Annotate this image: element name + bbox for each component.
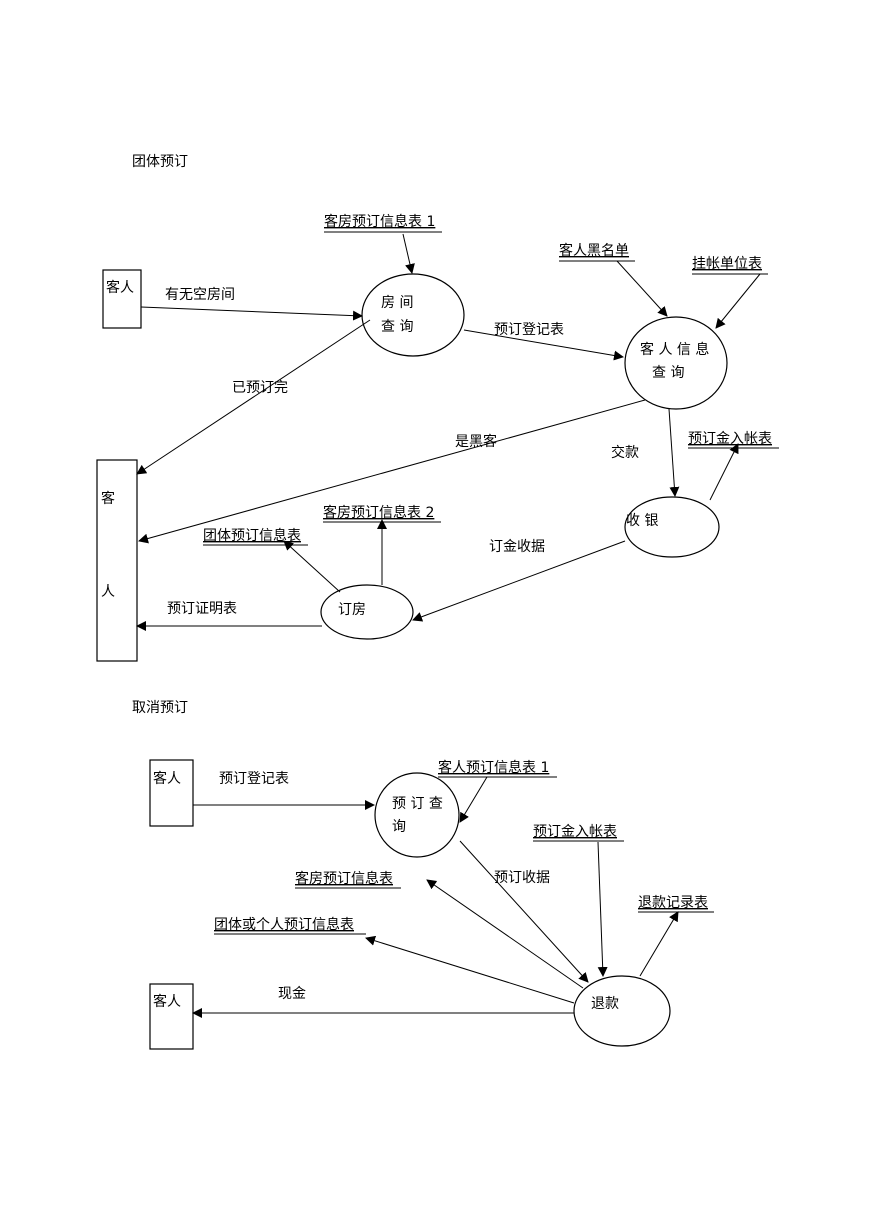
entity-customer-bottom-label: 客人 — [153, 993, 181, 1010]
store-deposit-ledger-cancel: 预订金入帐表 — [533, 824, 617, 840]
entity-customer-top-label: 客人 — [153, 770, 181, 787]
flow-booking-to-group-store — [283, 540, 341, 593]
flow-vacancy-label: 有无空房间 — [165, 287, 235, 303]
flow-blacklist-to-query — [616, 260, 668, 317]
process-refund-label: 退款 — [591, 996, 619, 1012]
flow-refund-to-record — [639, 911, 679, 977]
section-title-cancel: 取消预订 — [132, 700, 188, 716]
flow-fully-booked-label: 已预订完 — [232, 380, 288, 396]
process-room-query-line2: 查 询 — [381, 319, 413, 335]
process-room-query — [361, 273, 465, 357]
entity-customer-tall-box — [96, 459, 138, 662]
flow-booking-proof-label: 预订证明表 — [167, 601, 237, 617]
process-cashier — [624, 496, 720, 558]
flow-payment-label: 交款 — [611, 444, 639, 461]
process-booking-query-line2: 询 — [392, 819, 406, 835]
flow-booking-register-arrow — [463, 329, 624, 361]
process-booking-query — [374, 772, 460, 858]
entity-customer-tall-char-1: 客 — [101, 490, 115, 507]
store-room-booking-1: 客房预订信息表 1 — [324, 213, 435, 230]
store-group-booking: 团体预订信息表 — [203, 527, 301, 544]
store-room-booking: 客房预订信息表 — [295, 870, 393, 887]
entity-customer-box — [102, 269, 142, 329]
flow-booking-receipt-label: 预订收据 — [494, 870, 550, 886]
flow-store1-to-room-query — [402, 233, 415, 274]
flow-cancel-register-label: 预订登记表 — [219, 771, 289, 787]
section-title-group: 团体预订 — [132, 154, 188, 170]
process-booking — [320, 584, 414, 640]
flow-refund-to-group-personal — [365, 935, 575, 1004]
flow-cash-label: 现金 — [278, 986, 306, 1002]
flow-deposit-receipt-arrow — [412, 540, 626, 622]
flow-booking-receipt-arrow — [459, 840, 589, 983]
store-group-or-personal: 团体或个人预订信息表 — [214, 916, 354, 933]
entity-customer-tall-char-2: 人 — [101, 584, 115, 600]
flow-payment-arrow — [668, 408, 680, 497]
process-booking-query-line1: 预 订 查 — [392, 796, 443, 812]
store-deposit-ledger: 预订金入帐表 — [688, 431, 772, 447]
process-booking-label: 订房 — [338, 602, 366, 618]
process-cashier-label: 收 银 — [626, 513, 658, 529]
store-refund-record: 退款记录表 — [638, 895, 708, 911]
store-blacklist: 客人黑名单 — [559, 242, 629, 259]
flow-fully-booked-arrow — [136, 319, 371, 475]
process-guest-info-query — [624, 316, 728, 410]
flow-deposit-receipt-label: 订金收据 — [489, 539, 545, 555]
flow-guest-store-to-query — [459, 776, 488, 823]
flow-cashier-to-deposit-ledger — [709, 443, 739, 501]
store-credit-unit: 挂帐单位表 — [692, 256, 762, 272]
flow-refund-to-room-store — [426, 879, 584, 989]
entity-customer-top-box — [149, 759, 194, 827]
entity-customer-label: 客人 — [106, 279, 134, 296]
store-guest-booking-1: 客人预订信息表 1 — [438, 759, 549, 776]
process-guest-info-query-line1: 客 人 信 息 — [640, 341, 709, 358]
flow-blacklisted-label: 是黑客 — [455, 433, 497, 450]
flow-credit-unit-to-query — [715, 273, 761, 329]
flow-deposit-ledger-to-refund — [597, 841, 608, 977]
process-guest-info-query-line2: 查 询 — [652, 365, 684, 381]
flow-vacancy-arrow — [140, 306, 363, 321]
process-refund — [573, 975, 671, 1047]
process-room-query-line1: 房 间 — [381, 295, 413, 311]
flow-blacklisted-arrow — [138, 399, 646, 544]
flow-booking-register-label: 预订登记表 — [494, 322, 564, 338]
store-room-booking-2: 客房预订信息表 2 — [323, 504, 434, 521]
